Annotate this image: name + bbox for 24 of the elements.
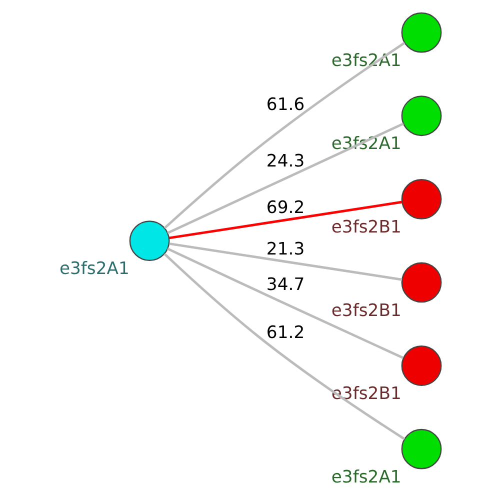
edge-label: 34.7 <box>266 275 305 296</box>
edge-label: 61.6 <box>266 94 305 115</box>
node-label: e3fs2A1 <box>59 259 130 280</box>
connector <box>164 42 406 230</box>
connector <box>167 248 404 360</box>
node-circle <box>401 346 442 386</box>
node-label: e3fs2A1 <box>331 467 402 488</box>
node-label: e3fs2B1 <box>331 300 402 321</box>
node-circle <box>401 96 442 136</box>
edge-label: 21.3 <box>266 240 305 260</box>
node-label: e3fs2B1 <box>331 384 402 404</box>
connector <box>167 122 404 234</box>
connector <box>169 200 402 240</box>
edge-label: 24.3 <box>266 151 305 172</box>
edge-label: 69.2 <box>266 198 305 218</box>
node-circle <box>401 262 442 303</box>
node-label: e3fs2B1 <box>331 217 402 238</box>
node-circle <box>129 220 170 262</box>
connector <box>169 242 402 281</box>
node-circle <box>401 12 442 53</box>
edge-label: 61.2 <box>266 322 305 343</box>
node-circle <box>401 428 442 470</box>
node-circle <box>401 178 442 220</box>
connector <box>164 253 406 440</box>
